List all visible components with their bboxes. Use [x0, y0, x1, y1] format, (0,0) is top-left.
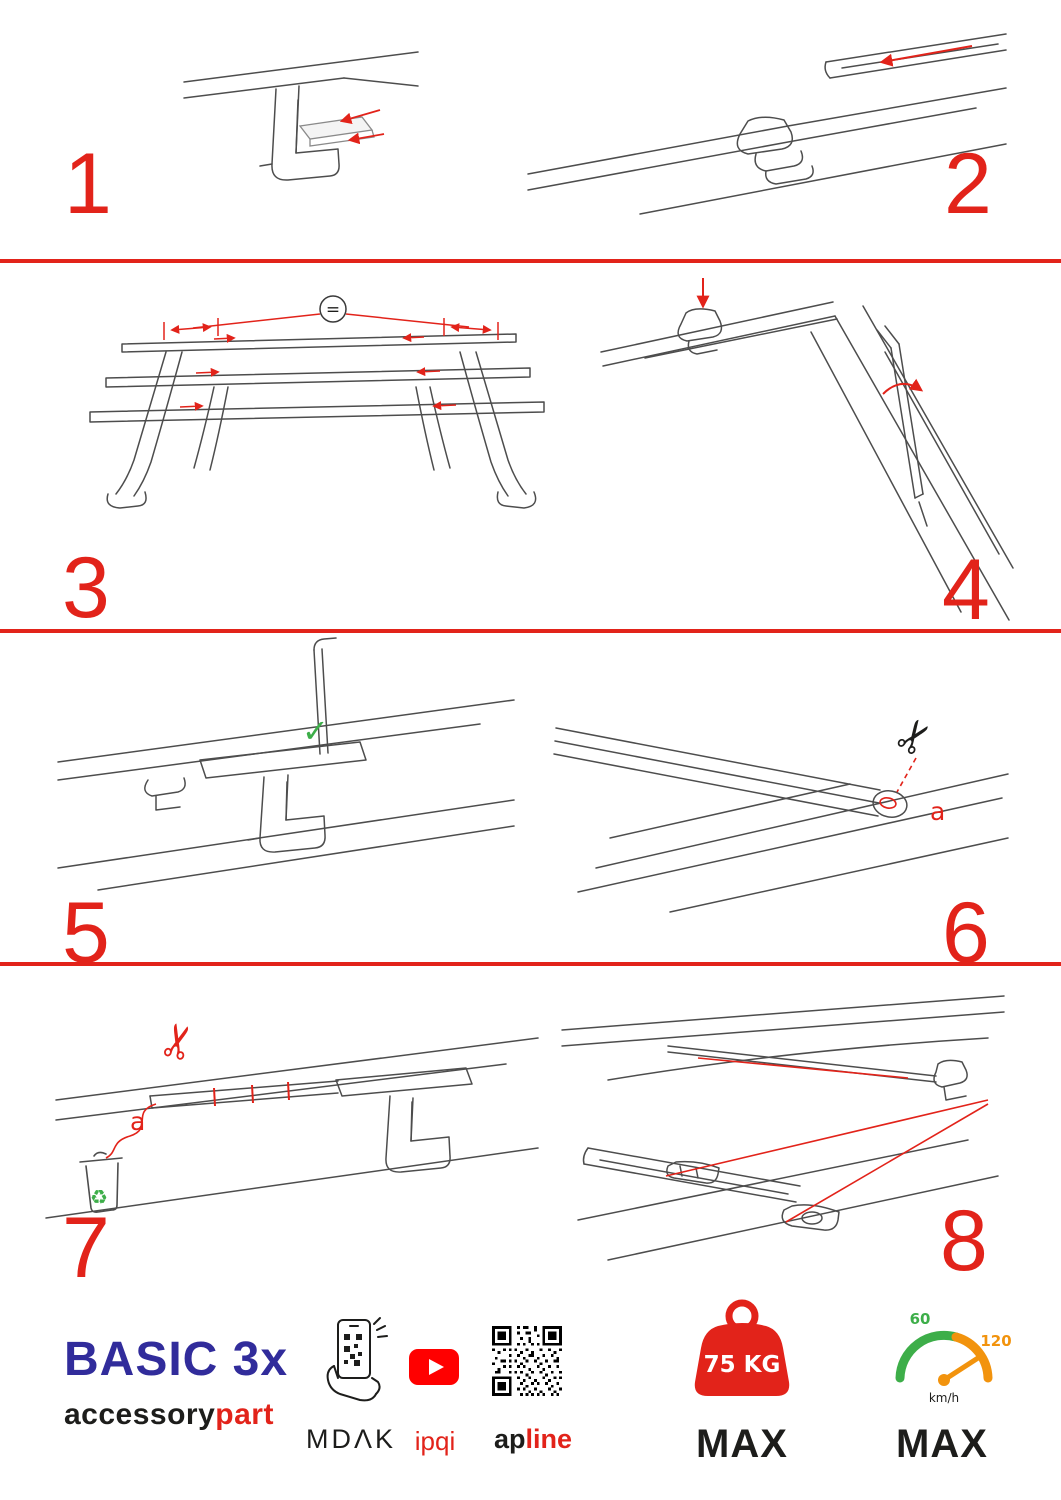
slide-direction-arrow: [879, 45, 973, 67]
final-assembly-outline: [561, 995, 1005, 1261]
recycle-icon: ♻: [90, 1185, 108, 1209]
cut-guide-line: [896, 757, 917, 793]
brand-logo-part: part: [215, 1398, 274, 1431]
weight-max-label: MAX: [696, 1422, 788, 1466]
weight-limit-value: 75 KG: [704, 1352, 781, 1378]
step-number-2: 2: [944, 136, 992, 232]
apline-logo: apline: [486, 1424, 580, 1455]
section-divider-2: [0, 629, 1061, 633]
equal-spacing-badge: =: [326, 300, 340, 320]
step-5-illustration: ✓: [57, 637, 515, 891]
youtube-icon: [409, 1349, 459, 1385]
step-1-illustration: [183, 51, 419, 181]
qr-code: [492, 1326, 562, 1396]
roof-underside-outline: [183, 51, 419, 181]
crossbar-cut-outline: [553, 727, 1009, 913]
section-divider-1: [0, 259, 1061, 263]
clamp-check-outline: [57, 637, 515, 891]
strip-trim-outline: [45, 1037, 539, 1219]
step-3-illustration: =: [89, 295, 545, 509]
brand-logo: accessorypart: [64, 1398, 274, 1432]
speed-tick-120: 120: [980, 1332, 1011, 1350]
check-icon: ✓: [302, 712, 329, 750]
step-8-illustration: [561, 995, 1005, 1261]
step-number-3: 3: [62, 540, 110, 636]
phone-screen-qr: [344, 1334, 362, 1366]
crossbars-and-legs-outline: [89, 333, 545, 509]
cut-piece-label: a: [130, 1107, 145, 1136]
step-4-illustration: [600, 278, 1014, 621]
cut-marks: [213, 1081, 290, 1107]
speedometer-icon: 60 120 km/h: [895, 1310, 1012, 1405]
apline-logo-ap: ap: [493, 1424, 526, 1454]
roof-rail-outline: [527, 33, 1007, 215]
step-number-6: 6: [942, 885, 990, 981]
section-divider-3: [0, 962, 1061, 966]
speed-tick-60: 60: [910, 1310, 931, 1328]
equal-spacing-dimensions: [163, 313, 499, 411]
spacer-pad-outline: [298, 116, 375, 147]
bar-channel-highlight: [879, 797, 897, 809]
mdak-logo: MDΛK: [305, 1424, 397, 1454]
max-weight-icon: 75 KG: [694, 1299, 790, 1396]
insert-direction-arrows: [339, 109, 385, 145]
speed-unit-label: km/h: [929, 1391, 959, 1405]
equal-spacing-badge-circle: [319, 295, 347, 323]
step-number-5: 5: [62, 885, 110, 981]
step-number-4: 4: [942, 542, 990, 638]
step-number-8: 8: [940, 1193, 988, 1289]
scan-qr-phone-icon: [326, 1317, 388, 1402]
scissors-icon: ✂: [884, 707, 947, 766]
speed-max-label: MAX: [896, 1422, 988, 1466]
step-2-illustration: [527, 33, 1007, 215]
cut-point-label: a: [930, 797, 945, 826]
product-name: BASIC 3x: [64, 1333, 289, 1386]
step-number-7: 7: [62, 1200, 110, 1296]
brand-logo-accessory: accessory: [64, 1398, 216, 1431]
step-7-illustration: ✂ a ♻: [45, 1016, 539, 1219]
ipqi-logo: ipqi: [414, 1426, 456, 1456]
scissors-icon: ✂: [147, 1016, 209, 1067]
step-number-1: 1: [64, 136, 112, 232]
roof-and-allen-key-outline: [600, 301, 1014, 621]
trash-can-icon: [79, 1151, 123, 1213]
step-6-illustration: ✂ a: [553, 707, 1009, 913]
discard-path-line: [105, 1103, 157, 1159]
tighten-arrows: [696, 278, 924, 395]
apline-logo-line: line: [525, 1424, 573, 1454]
alignment-guide-lines: [665, 1057, 989, 1223]
